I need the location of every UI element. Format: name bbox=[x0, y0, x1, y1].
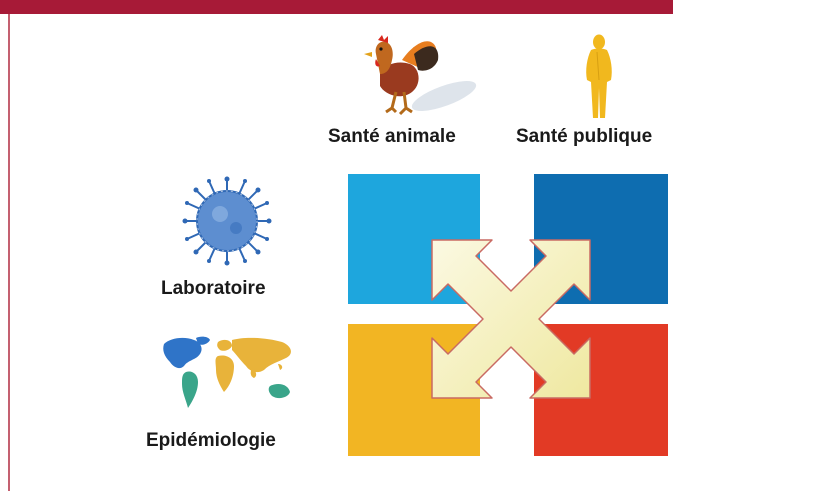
virus-icon bbox=[182, 176, 272, 266]
header-bar bbox=[0, 0, 673, 14]
label-public-health: Santé publique bbox=[516, 126, 653, 147]
label-laboratory: Laboratoire bbox=[161, 278, 266, 299]
rooster-icon bbox=[364, 35, 477, 116]
label-animal-health: Santé animale bbox=[328, 126, 456, 147]
four-way-arrow-icon bbox=[431, 239, 591, 399]
squares-diagram bbox=[348, 174, 668, 456]
human-figure-icon bbox=[586, 34, 612, 118]
side-rule bbox=[8, 14, 10, 491]
world-map-icon bbox=[163, 336, 291, 408]
label-epidemiology: Epidémiologie bbox=[146, 430, 276, 451]
